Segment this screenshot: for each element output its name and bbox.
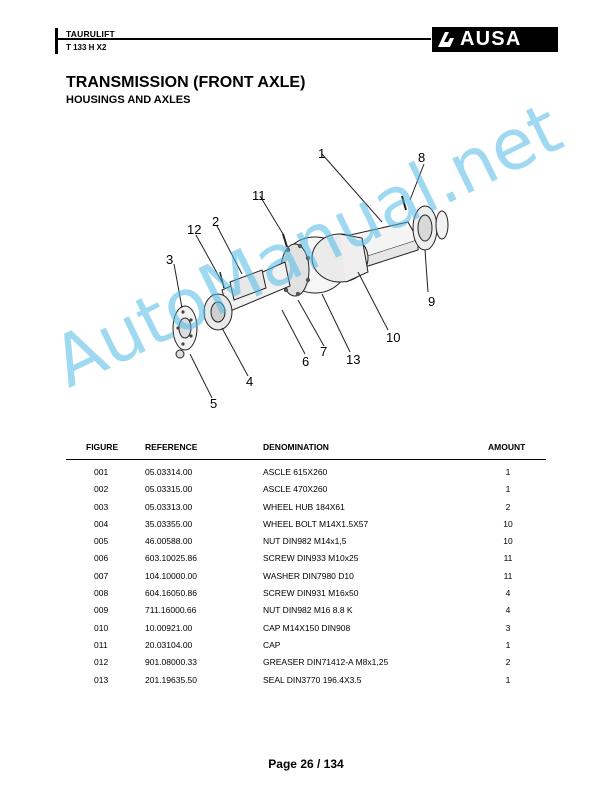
callout-11: 11 bbox=[252, 188, 266, 203]
cell-denomination: SCREW DIN931 M16x50 bbox=[263, 588, 359, 599]
callout-5: 5 bbox=[210, 396, 217, 410]
cell-amount: 11 bbox=[503, 570, 513, 581]
callout-3: 3 bbox=[166, 252, 173, 267]
cell-reference: 05.03315.00 bbox=[145, 484, 193, 495]
col-header-figure: FIGURE bbox=[86, 442, 119, 452]
cell-denomination: WHEEL BOLT M14X1.5X57 bbox=[263, 518, 369, 529]
cell-reference: 20.03104.00 bbox=[145, 639, 193, 650]
cell-amount: 11 bbox=[503, 553, 513, 564]
table-row: 001 05.03314.00 ASCLE 615X260 1 bbox=[0, 464, 612, 481]
cell-amount: 1 bbox=[505, 467, 511, 477]
cell-denomination: CAP bbox=[263, 639, 281, 650]
col-header-denomination: DENOMINATION bbox=[263, 442, 329, 452]
callout-13: 13 bbox=[346, 352, 360, 367]
cell-denomination: WASHER DIN7980 D10 bbox=[263, 570, 354, 581]
table-row: 004 35.03355.00 WHEEL BOLT M14X1.5X57 10 bbox=[0, 516, 612, 533]
callout-6: 6 bbox=[302, 354, 309, 369]
brand-mark-icon bbox=[438, 32, 454, 47]
page-title: TRANSMISSION (FRONT AXLE) bbox=[66, 74, 306, 91]
callout-9: 9 bbox=[428, 294, 435, 309]
cell-denomination: ASCLE 615X260 bbox=[263, 467, 328, 477]
cell-amount: 3 bbox=[505, 622, 511, 633]
table-row: 006 603.10025.86 SCREW DIN933 M10x25 11 bbox=[0, 550, 612, 567]
col-header-amount: AMOUNT bbox=[488, 442, 526, 452]
cell-figure: 007 bbox=[94, 570, 109, 581]
cell-denomination: NUT DIN982 M16 8.8 K bbox=[263, 605, 353, 616]
cell-amount: 2 bbox=[505, 501, 511, 512]
page-number: Page 26 / 134 bbox=[268, 757, 344, 771]
cell-figure: 013 bbox=[94, 674, 109, 685]
cell-reference: 901.08000.33 bbox=[145, 657, 197, 668]
cell-amount: 1 bbox=[505, 674, 511, 685]
brand-logo: AUSA bbox=[432, 27, 558, 52]
callout-4: 4 bbox=[246, 374, 253, 389]
col-header-reference: REFERENCE bbox=[145, 442, 198, 452]
cell-reference: 201.19635.50 bbox=[145, 674, 197, 685]
header-rule bbox=[55, 38, 431, 40]
cell-amount: 10 bbox=[503, 536, 513, 547]
cell-reference: 603.10025.86 bbox=[145, 553, 197, 564]
model-code: T 133 H X2 bbox=[66, 43, 107, 52]
callout-12: 12 bbox=[187, 222, 201, 237]
callout-8: 8 bbox=[418, 150, 425, 165]
cell-figure: 004 bbox=[94, 518, 109, 529]
cell-figure: 008 bbox=[94, 588, 109, 599]
table-row: 013 201.19635.50 SEAL DIN3770 196.4X3.5 1 bbox=[0, 672, 612, 689]
cell-amount: 2 bbox=[505, 657, 511, 668]
table-row: 008 604.16050.86 SCREW DIN931 M16x50 4 bbox=[0, 585, 612, 602]
cell-denomination: WHEEL HUB 184X61 bbox=[263, 501, 345, 512]
cell-figure: 010 bbox=[94, 622, 109, 633]
table-row: 002 05.03315.00 ASCLE 470X260 1 bbox=[0, 481, 612, 498]
cell-reference: 711.16000.66 bbox=[145, 605, 197, 616]
callout-7: 7 bbox=[320, 344, 327, 359]
cell-amount: 4 bbox=[505, 588, 511, 599]
model-name: TAURULIFT bbox=[66, 29, 115, 39]
cell-denomination: NUT DIN982 M14x1,5 bbox=[263, 536, 347, 547]
cell-denomination: GREASER DIN71412-A M8x1,25 bbox=[263, 657, 389, 668]
table-row: 010 10.00921.00 CAP M14X150 DIN908 3 bbox=[0, 620, 612, 637]
cell-denomination: CAP M14X150 DIN908 bbox=[263, 622, 351, 633]
cell-amount: 10 bbox=[503, 518, 513, 529]
cell-amount: 1 bbox=[505, 484, 511, 495]
cell-figure: 011 bbox=[94, 639, 108, 650]
cell-denomination: SEAL DIN3770 196.4X3.5 bbox=[263, 674, 362, 685]
cell-figure: 005 bbox=[94, 536, 109, 547]
cell-figure: 001 bbox=[94, 467, 109, 477]
cell-figure: 009 bbox=[94, 605, 109, 616]
page-subtitle: HOUSINGS AND AXLES bbox=[66, 94, 191, 106]
cell-figure: 003 bbox=[94, 501, 109, 512]
cell-amount: 1 bbox=[505, 639, 511, 650]
callout-10: 10 bbox=[386, 330, 400, 345]
cell-denomination: ASCLE 470X260 bbox=[263, 484, 328, 495]
brand-name: AUSA bbox=[460, 28, 522, 50]
table-row: 007 104.10000.00 WASHER DIN7980 D10 11 bbox=[0, 568, 612, 585]
parts-table: 001 05.03314.00 ASCLE 615X260 1 002 05.03315… bbox=[0, 464, 612, 689]
table-row: 003 05.03313.00 WHEEL HUB 184X61 2 bbox=[0, 499, 612, 516]
axle-exploded-diagram: 1 2 3 4 5 6 7 8 9 10 11 12 13 bbox=[166, 146, 449, 410]
cell-reference: 10.00921.00 bbox=[145, 622, 193, 633]
table-header-rule bbox=[66, 459, 546, 460]
cell-reference: 05.03313.00 bbox=[145, 501, 193, 512]
table-row: 005 46.00588.00 NUT DIN982 M14x1,5 10 bbox=[0, 533, 612, 550]
callout-2: 2 bbox=[212, 214, 219, 229]
cell-reference: 604.16050.86 bbox=[145, 588, 197, 599]
cell-figure: 002 bbox=[94, 484, 109, 495]
cell-reference: 05.03314.00 bbox=[145, 467, 193, 477]
cell-reference: 35.03355.00 bbox=[145, 518, 193, 529]
cell-figure: 012 bbox=[94, 657, 109, 668]
cell-figure: 006 bbox=[94, 553, 109, 564]
cell-reference: 104.10000.00 bbox=[145, 570, 197, 581]
table-row: 011 20.03104.00 CAP 1 bbox=[0, 637, 612, 654]
table-row: 009 711.16000.66 NUT DIN982 M16 8.8 K 4 bbox=[0, 602, 612, 619]
cell-amount: 4 bbox=[505, 605, 511, 616]
cell-denomination: SCREW DIN933 M10x25 bbox=[263, 553, 359, 564]
header-accent-bar bbox=[55, 28, 58, 54]
cell-reference: 46.00588.00 bbox=[145, 536, 193, 547]
table-row: 012 901.08000.33 GREASER DIN71412-A M8x1,2… bbox=[0, 654, 612, 671]
callout-1: 1 bbox=[318, 146, 325, 161]
